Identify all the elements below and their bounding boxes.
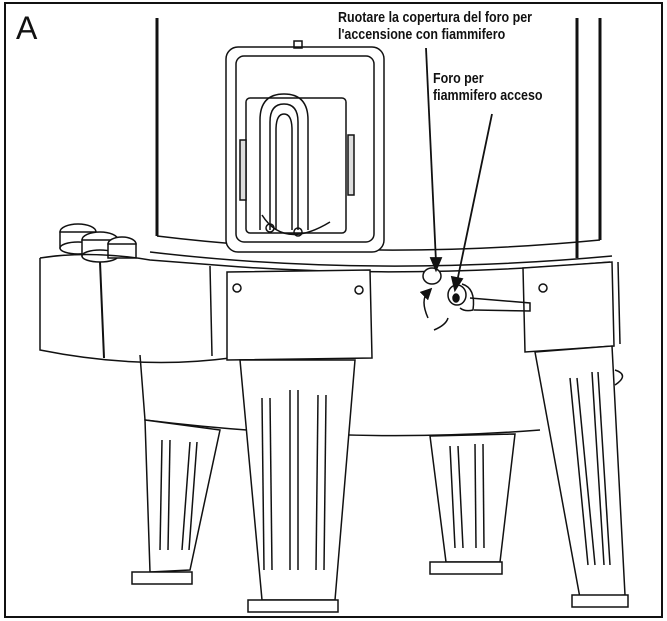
leg-front-right	[534, 345, 629, 608]
valve-knobs	[59, 223, 137, 263]
callout-rotate-cover: Ruotare la copertura del foro per l'acce…	[338, 10, 532, 44]
thermocouple-tube	[259, 93, 331, 237]
leg-back-right	[429, 433, 516, 575]
leader-lines	[425, 47, 493, 293]
panel-label: A	[16, 10, 38, 46]
callout-match-hole-line1: Foro per	[433, 71, 484, 87]
control-panel	[225, 40, 385, 253]
callout-rotate-cover-line1: Ruotare la copertura del foro per	[338, 10, 533, 26]
figure-border	[4, 2, 663, 618]
callout-match-hole: Foro per fiammifero acceso	[433, 71, 543, 105]
bracket-right	[522, 261, 615, 353]
leg-back-left	[131, 419, 221, 585]
match-hole	[419, 267, 531, 331]
callout-rotate-cover-line2: l'accensione con fiammifero	[338, 27, 506, 43]
tank-body	[155, 18, 602, 258]
bracket-center	[226, 269, 373, 361]
leg-front-center	[239, 359, 356, 613]
callout-match-hole-line2: fiammifero acceso	[433, 88, 543, 104]
